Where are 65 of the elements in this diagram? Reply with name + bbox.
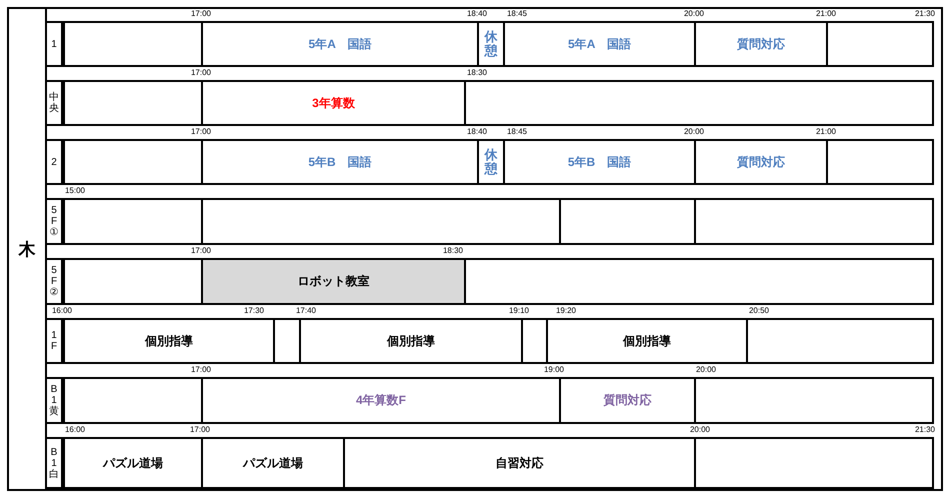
time-label: 18:40 [466,127,488,137]
lesson-label: 自習対応 [496,454,544,472]
time-label: 19:20 [556,306,576,316]
time-label: 18:45 [506,127,528,137]
lesson-label: 休憩 [484,148,498,176]
time-label: 16:00 [52,306,72,316]
lesson-label: 5年A 国語 [568,36,631,52]
lesson-label: 5年B 国語 [308,154,372,170]
lesson-label: パズル道場 [243,454,303,472]
time-label: 17:00 [190,9,212,19]
time-label: 15:00 [64,186,86,196]
lesson-label: 休憩 [484,30,498,58]
room-label: 1F [47,320,63,362]
room-label: B1白 [47,439,63,487]
lesson-label: ロボット教室 [298,273,370,290]
time-label: 19:10 [508,306,530,316]
room-row [45,21,934,67]
time-label: 21:30 [914,9,936,19]
lesson-label: パズル道場 [103,454,163,472]
lesson-label: 個別指導 [145,332,193,350]
day-label: 木 [18,238,36,260]
room-label: B1黄 [47,379,63,422]
lesson-label: 5年A 国語 [308,36,372,52]
lesson-label: 個別指導 [387,332,435,350]
room-row [45,377,934,424]
time-label: 19:00 [544,365,564,375]
lesson-label: 4年算数F [356,392,406,409]
time-label: 17:00 [190,68,212,78]
time-label: 20:00 [690,425,710,435]
time-label: 21:00 [816,9,836,19]
time-label: 20:50 [748,306,770,316]
room-row [45,437,934,489]
lesson-label: 5年B 国語 [568,154,632,170]
time-label: 17:00 [190,246,212,256]
time-label: 18:30 [466,68,488,78]
room-label: 1 [47,23,63,65]
time-label: 21:30 [914,425,936,435]
time-label: 18:45 [506,9,528,19]
lesson-label: 質問対応 [604,392,652,409]
time-label: 17:00 [190,127,212,137]
room-label: 2 [47,141,63,183]
room-label: 5F① [47,200,63,243]
time-label: 17:40 [296,306,316,316]
time-label: 20:00 [684,9,704,19]
time-label: 16:00 [64,425,86,435]
time-label: 18:40 [466,9,488,19]
time-label: 17:00 [190,425,210,435]
room-row [45,80,934,126]
time-label: 17:30 [244,306,264,316]
room-row [45,198,934,245]
room-row [45,258,934,305]
lesson-label: 質問対応 [737,36,785,52]
time-label: 20:00 [684,127,704,137]
lesson-label: 質問対応 [737,154,785,170]
lesson-label: 個別指導 [623,332,671,350]
room-row [45,139,934,185]
time-label: 17:00 [190,365,212,375]
time-label: 18:30 [442,246,464,256]
room-label: 中央 [47,82,63,124]
room-row [45,318,934,364]
room-label: 5F② [47,260,63,303]
lesson-slot [201,260,464,303]
lesson-label: 3年算数 [312,94,355,112]
time-label: 21:00 [816,127,836,137]
time-label: 20:00 [696,365,716,375]
